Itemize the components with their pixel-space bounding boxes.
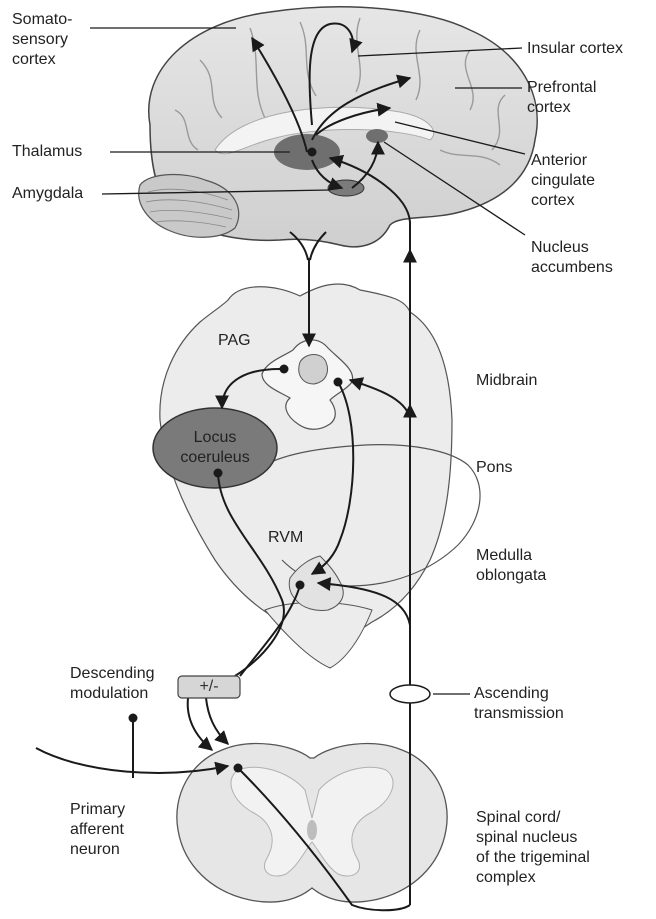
thalamus-label: Thalamus bbox=[12, 142, 82, 162]
rvm-dot bbox=[296, 581, 305, 590]
amygdala-label: Amygdala bbox=[12, 184, 83, 204]
central-canal bbox=[307, 820, 317, 840]
primary-afferent-dot bbox=[129, 714, 138, 723]
descending-modulation-label: Descending modulation bbox=[70, 664, 155, 704]
modulation-sign-label: +/- bbox=[178, 677, 240, 697]
medulla-oblongata-label: Medulla oblongata bbox=[476, 546, 546, 586]
rvm-label: RVM bbox=[268, 528, 303, 548]
anterior-cingulate-label: Anterior cingulate cortex bbox=[531, 151, 595, 211]
pag-core bbox=[299, 355, 328, 385]
descending-arrow-left bbox=[188, 698, 212, 750]
pag-label: PAG bbox=[218, 331, 251, 351]
descending-arrow-right bbox=[206, 698, 228, 744]
insular-cortex-label: Insular cortex bbox=[527, 39, 623, 59]
ascending-transmission-label: Ascending transmission bbox=[474, 684, 564, 724]
somatosensory-cortex-label: Somato- sensory cortex bbox=[12, 10, 72, 70]
brainstem bbox=[153, 284, 480, 668]
brain bbox=[139, 7, 537, 247]
prefrontal-cortex-label: Prefrontal cortex bbox=[527, 78, 596, 118]
pons-label: Pons bbox=[476, 458, 512, 478]
locus-coeruleus-label: Locus coeruleus bbox=[163, 428, 267, 468]
ascending-marker bbox=[390, 685, 430, 703]
thalamus-dot bbox=[308, 148, 317, 157]
midbrain-label: Midbrain bbox=[476, 371, 537, 391]
pag-dot-left bbox=[280, 365, 289, 374]
primary-afferent-label: Primary afferent neuron bbox=[70, 800, 125, 860]
nucleus-accumbens-nucleus bbox=[366, 129, 388, 143]
dorsal-horn-dot bbox=[234, 764, 243, 773]
nucleus-accumbens-label: Nucleus accumbens bbox=[531, 238, 613, 278]
pag-dot-right bbox=[334, 378, 343, 387]
spinal-cord-label: Spinal cord/ spinal nucleus of the trige… bbox=[476, 808, 590, 888]
medulla-outline bbox=[265, 603, 372, 669]
locus-dot bbox=[214, 469, 223, 478]
